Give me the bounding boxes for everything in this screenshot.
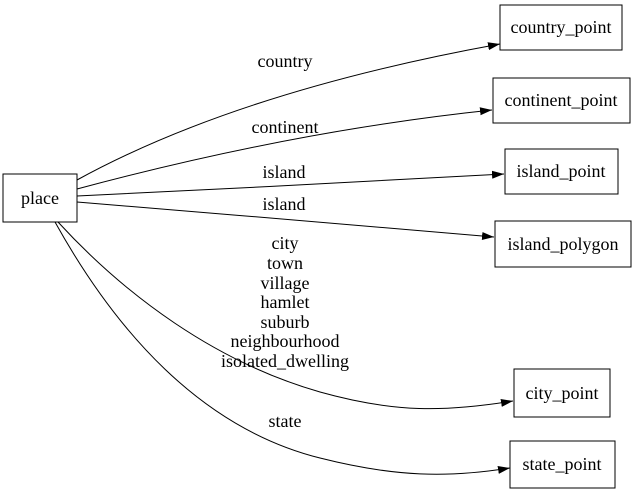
node-island_polygon: island_polygon — [494, 220, 632, 268]
edge-label-town: town — [267, 253, 303, 273]
node-place-label: place — [21, 188, 59, 208]
node-island_point: island_point — [504, 148, 619, 195]
edge-label-village: village — [261, 273, 310, 293]
edge-place-island_polygon — [76, 201, 495, 241]
node-state_point-box — [509, 440, 616, 489]
edge-label-suburb: suburb — [261, 312, 310, 332]
node-island_polygon-box — [494, 220, 632, 268]
node-country_point-box — [499, 4, 623, 51]
edge-label-city: city — [272, 233, 299, 253]
node-state_point-label: state_point — [523, 454, 602, 474]
edge-place-continent_point — [76, 107, 493, 190]
node-continent_point-box — [492, 77, 631, 124]
edge-label-continent: continent — [252, 117, 319, 137]
node-city_point-label: city_point — [526, 383, 599, 403]
node-place-box — [2, 173, 78, 223]
node-island_point-box — [504, 148, 619, 195]
edge-label-hamlet: hamlet — [261, 292, 310, 312]
edge-label-island-polygon: island — [263, 194, 306, 214]
node-place: place — [2, 173, 78, 223]
node-country_point-label: country_point — [511, 17, 612, 37]
edge-place-city_point — [57, 221, 514, 410]
node-state_point: state_point — [509, 440, 616, 489]
edge-label-state: state — [269, 411, 302, 431]
node-continent_point: continent_point — [492, 77, 631, 124]
node-country_point: country_point — [499, 4, 623, 51]
edge-label-isolated-dwelling: isolated_dwelling — [221, 351, 349, 371]
edge-place-state_point — [54, 221, 511, 475]
node-continent_point-label: continent_point — [505, 90, 618, 110]
node-island_point-label: island_point — [517, 161, 606, 181]
edge-label-city-list: city town village hamlet suburb neighbou… — [221, 233, 349, 371]
edge-place-island_point — [76, 170, 505, 197]
node-city_point-box — [513, 368, 611, 418]
edge-label-neighbourhood: neighbourhood — [231, 331, 340, 351]
edge-label-island-point: island — [263, 162, 306, 182]
edge-place-country_point — [76, 42, 501, 181]
node-city_point: city_point — [513, 368, 611, 418]
edge-label-country: country — [258, 51, 313, 71]
node-island_polygon-label: island_polygon — [508, 234, 619, 254]
